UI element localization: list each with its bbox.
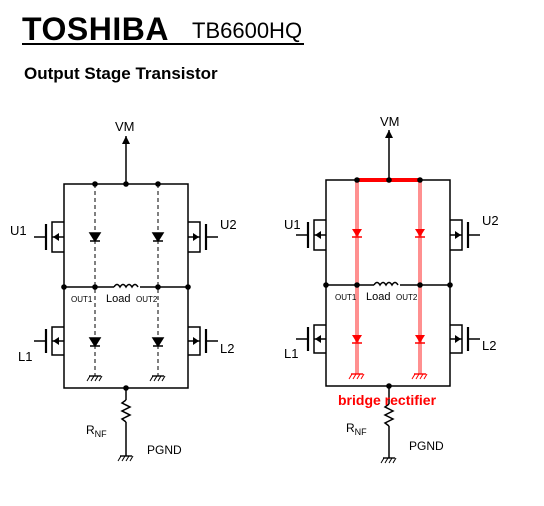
diode-icon xyxy=(351,334,363,344)
rectifier-caption: bridge rectifier xyxy=(338,392,437,408)
diode-icon xyxy=(351,228,363,238)
circuit-right: VM xyxy=(296,114,480,464)
label-l1: L1 xyxy=(18,349,32,364)
label-load: Load xyxy=(106,293,130,305)
ground-icon xyxy=(117,455,134,462)
resistor-icon xyxy=(383,403,395,427)
section-title: Output Stage Transistor xyxy=(24,64,218,83)
label-rnf-sub: NF xyxy=(95,429,107,439)
svg-text:RNF: RNF xyxy=(86,423,107,439)
header-rule xyxy=(22,43,304,45)
label-rnf-sub: NF xyxy=(355,427,367,437)
label-rnf: R xyxy=(346,421,355,435)
label-l2: L2 xyxy=(220,341,234,356)
label-pgnd: PGND xyxy=(409,439,444,453)
diode-icon xyxy=(89,337,101,347)
transistor-l1 xyxy=(34,326,64,356)
label-load: Load xyxy=(366,291,390,303)
transistor-l2 xyxy=(450,324,480,354)
transistor-u1 xyxy=(34,221,64,253)
label-l2: L2 xyxy=(482,338,496,353)
transistor-l2 xyxy=(188,326,218,356)
transistor-u2 xyxy=(188,221,218,253)
junction-dots xyxy=(323,177,453,389)
label-u2: U2 xyxy=(220,217,237,232)
brand-logo: TOSHIBA xyxy=(22,11,169,47)
ground-icon xyxy=(348,373,365,380)
vm-label: VM xyxy=(380,114,400,129)
svg-text:RNF: RNF xyxy=(346,421,367,437)
transistor-u1 xyxy=(296,219,326,251)
diode-icon xyxy=(89,232,101,242)
circuit-left: VM xyxy=(34,119,218,462)
transistor-u2 xyxy=(450,219,480,251)
label-out2: OUT2 xyxy=(136,295,158,304)
label-rnf: R xyxy=(86,423,95,437)
vm-label: VM xyxy=(115,119,135,134)
label-u1: U1 xyxy=(10,223,27,238)
ground-icon xyxy=(380,457,397,464)
ground-icon xyxy=(411,373,428,380)
bridge-rectifier-highlight xyxy=(348,178,428,380)
transistor-l1 xyxy=(296,324,326,354)
label-l1: L1 xyxy=(284,346,298,361)
label-out1: OUT1 xyxy=(335,293,357,302)
label-u2: U2 xyxy=(482,213,499,228)
label-out1: OUT1 xyxy=(71,295,93,304)
diode-icon xyxy=(414,334,426,344)
label-pgnd: PGND xyxy=(147,443,182,457)
ground-icon xyxy=(86,375,103,382)
diode-icon xyxy=(152,232,164,242)
diode-icon xyxy=(414,228,426,238)
ground-icon xyxy=(149,375,166,382)
label-out2: OUT2 xyxy=(396,293,418,302)
resistor-icon xyxy=(120,399,132,423)
model-number: TB6600HQ xyxy=(192,18,303,43)
diode-icon xyxy=(152,337,164,347)
label-u1: U1 xyxy=(284,217,301,232)
